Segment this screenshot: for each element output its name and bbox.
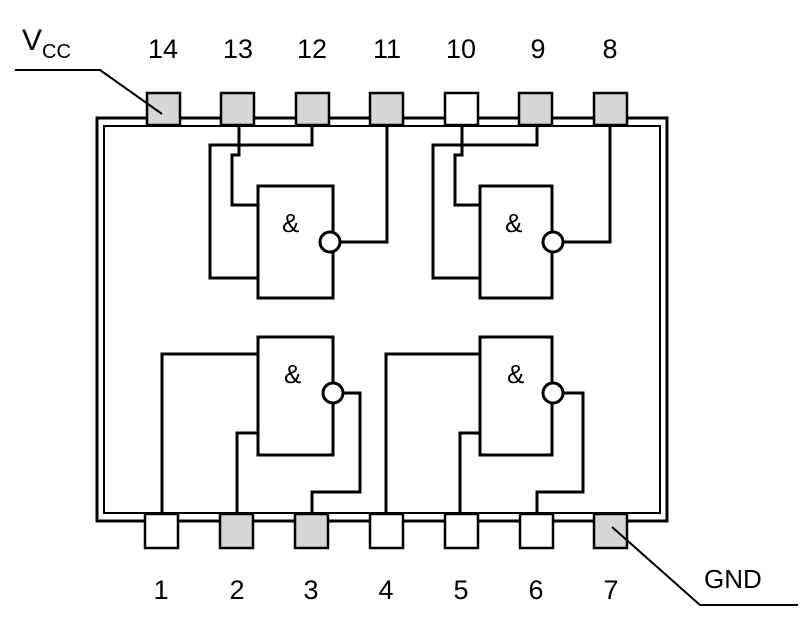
wire-input-b — [235, 431, 258, 515]
wire-input-b — [431, 124, 539, 280]
inverter-bubble — [318, 230, 342, 254]
bottom-pin-row — [143, 512, 629, 550]
gnd-callout: GND — [611, 526, 798, 606]
vcc-label-main: V — [22, 24, 42, 57]
pin-number-9: 9 — [530, 34, 545, 64]
wire-input-a — [453, 124, 480, 207]
pin-number-8: 8 — [602, 34, 617, 64]
pin-number-11: 11 — [373, 34, 401, 64]
gnd-leader-line — [611, 526, 798, 606]
wire-output — [563, 124, 612, 244]
pin-pad-14 — [145, 91, 182, 127]
package-outline-inner — [103, 125, 661, 514]
pin-pad-3 — [293, 512, 330, 550]
pin-pad-11 — [368, 91, 405, 127]
wire-input-b — [458, 431, 480, 515]
wire-output — [535, 391, 585, 515]
inverter-bubble — [321, 381, 345, 405]
wire-input-a — [160, 352, 258, 515]
gate-symbol: & — [507, 359, 524, 389]
pin-number-2: 2 — [229, 575, 244, 605]
pin-number-3: 3 — [303, 575, 318, 605]
vcc-label-sub: CC — [42, 41, 71, 63]
pin-pad-9 — [517, 91, 554, 127]
pin-pad-10 — [443, 91, 480, 127]
pin-pad-1 — [143, 512, 180, 550]
pin-pad-8 — [592, 91, 629, 127]
pin-pad-7 — [592, 512, 629, 550]
pin-number-14: 14 — [148, 34, 178, 64]
pin-pad-12 — [294, 91, 331, 127]
gnd-label: GND — [704, 564, 762, 594]
gate-top-right: & — [431, 124, 612, 300]
bottom-pin-numbers: 1 2 3 4 5 6 7 — [153, 575, 618, 605]
pin-pad-5 — [443, 512, 480, 550]
top-pin-numbers: 14 13 12 11 10 9 8 — [148, 34, 618, 64]
pin-number-5: 5 — [453, 575, 468, 605]
pin-pad-4 — [368, 512, 405, 550]
wire-output — [341, 124, 389, 244]
inverter-bubble — [541, 230, 565, 254]
pin-number-1: 1 — [153, 575, 168, 605]
gate-top-left: & — [208, 124, 389, 300]
pin-number-12: 12 — [297, 34, 327, 64]
pin-number-7: 7 — [603, 575, 618, 605]
wire-input-b — [208, 124, 314, 280]
gate-body — [256, 335, 335, 457]
vcc-label: VCC — [22, 24, 71, 63]
gate-symbol: & — [282, 208, 299, 238]
gate-symbol: & — [505, 208, 522, 238]
pin-number-13: 13 — [223, 34, 253, 64]
wire-input-a — [230, 124, 258, 207]
inverter-bubble — [541, 381, 565, 405]
vcc-callout: VCC — [15, 24, 163, 115]
pin-pad-6 — [518, 512, 555, 550]
gate-symbol: & — [284, 359, 301, 389]
wire-input-a — [384, 352, 480, 515]
pin-number-6: 6 — [528, 575, 543, 605]
gate-bottom-left: & — [160, 335, 362, 515]
pin-number-4: 4 — [378, 575, 393, 605]
top-pin-row — [145, 91, 629, 127]
vcc-leader-line — [15, 69, 163, 115]
pin-number-10: 10 — [446, 34, 476, 64]
gate-body — [478, 184, 554, 300]
pin-pad-13 — [219, 91, 256, 127]
pin-pad-2 — [218, 512, 255, 550]
wire-output — [310, 391, 362, 515]
gate-bottom-right: & — [384, 335, 585, 515]
gate-body — [478, 335, 554, 457]
